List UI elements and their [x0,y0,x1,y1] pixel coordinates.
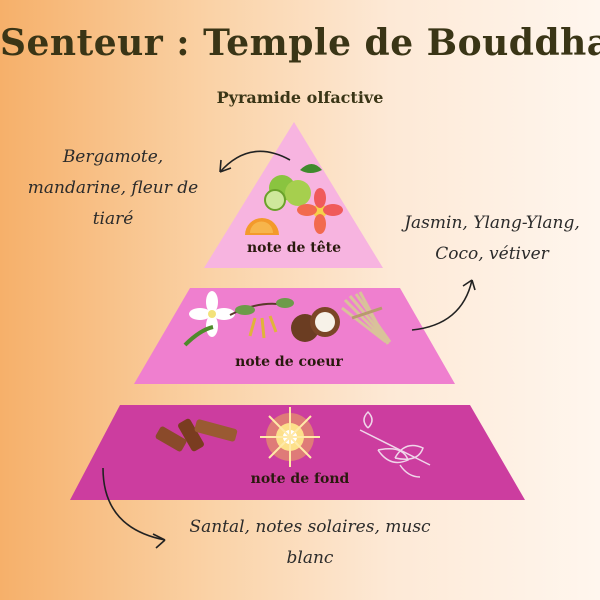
top-notes-text: Bergamote, mandarine, fleur de tiaré [27,147,199,229]
base-notes-text: Santal, notes solaires, musc blanc [189,517,431,568]
vetiver-icon [341,291,392,345]
page-subtitle: Pyramide olfactive [216,88,384,107]
page-title: Senteur : Temple de Bouddha [0,22,600,64]
arrow-base-icon [102,467,166,549]
sandalwood-icon [155,418,238,452]
tier-label-middle: note de coeur [235,354,343,370]
jasmine-icon [183,291,235,347]
lime-icon [264,164,322,211]
arrow-top-icon [219,150,291,173]
orange-slice-icon [245,218,279,235]
tier-label-top: note de tête [246,240,342,256]
tiare-flower-icon [297,188,343,234]
arrow-heart-icon [411,279,476,331]
heart-notes-text: Jasmin, Ylang-Ylang, Coco, vétiver [404,213,580,264]
ylang-ylang-icon [229,298,294,339]
sun-icon [260,407,320,467]
white-musk-flower-icon [359,410,431,478]
coconut-icon [291,307,340,342]
tier-label-bottom: note de fond [250,471,350,487]
